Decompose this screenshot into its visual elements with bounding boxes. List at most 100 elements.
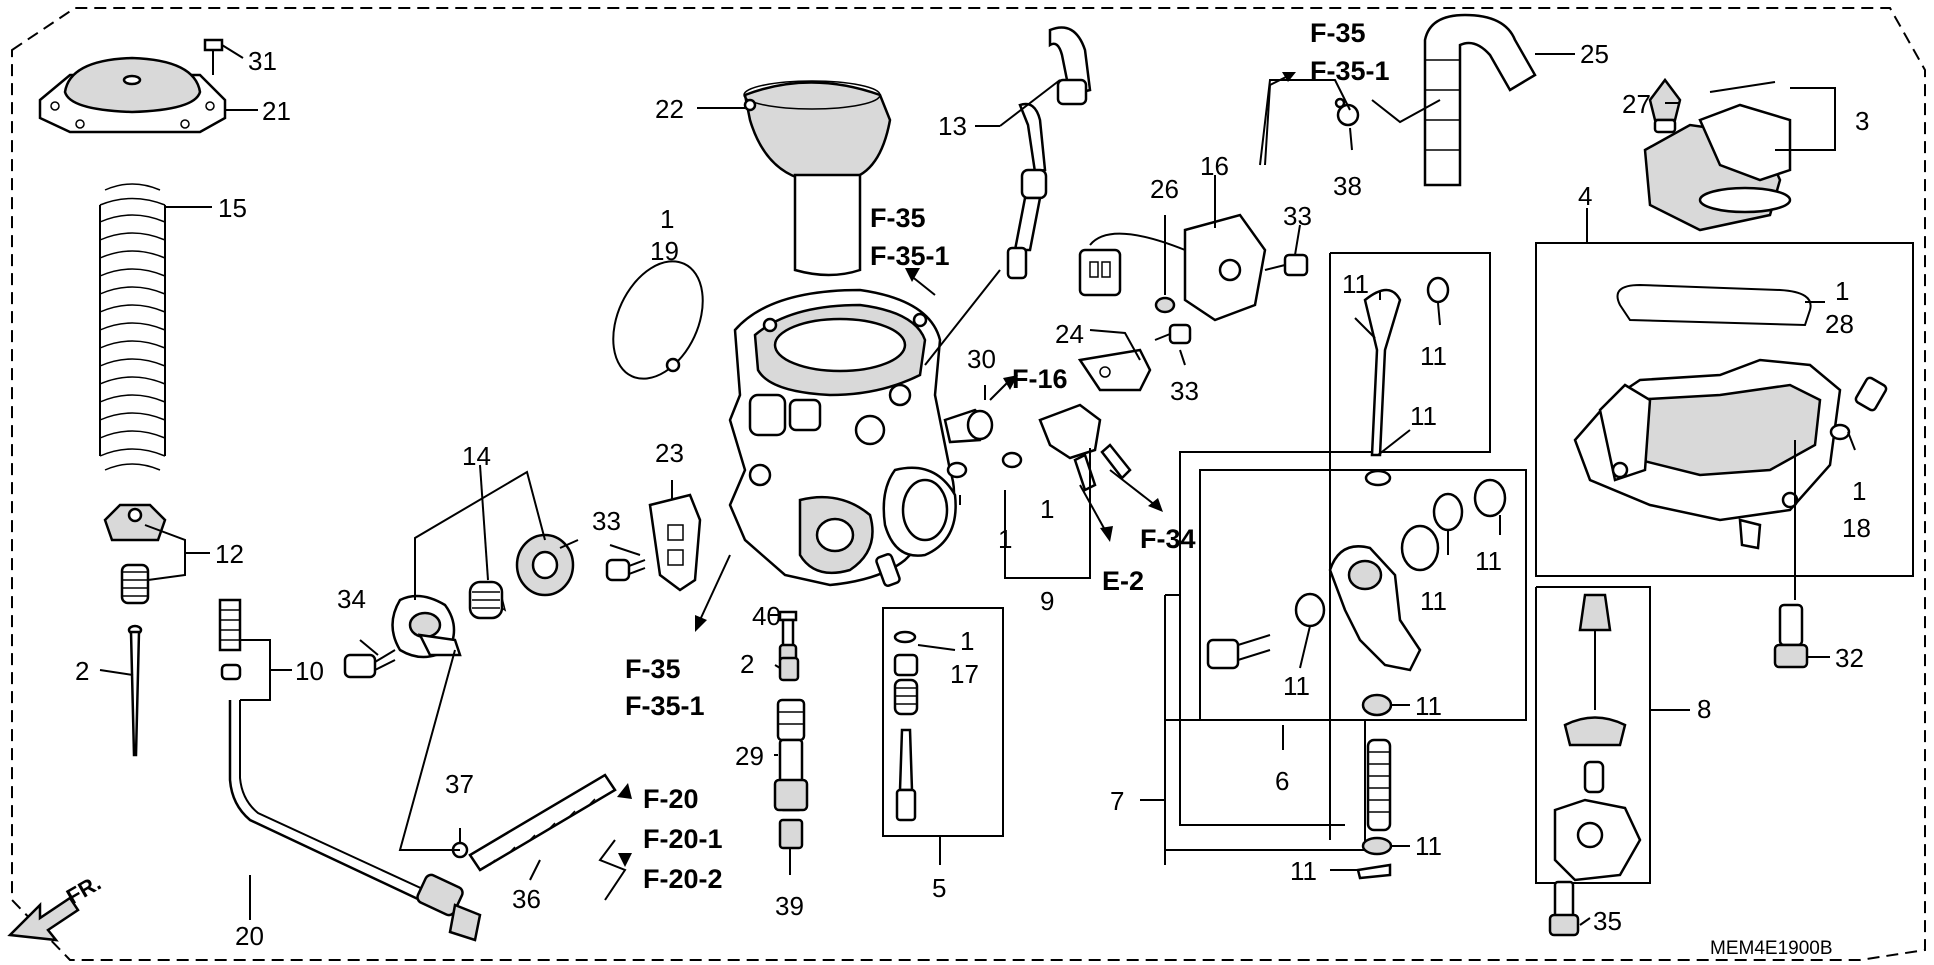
- callout-38: 38: [1333, 171, 1362, 201]
- screw-33-center: [1154, 323, 1192, 345]
- spring-14: [468, 580, 507, 620]
- callout-29: 29: [735, 741, 764, 771]
- sensor-16: [1078, 213, 1267, 322]
- ref-f202[interactable]: F-20-2: [643, 864, 723, 894]
- ref-f20[interactable]: F-20: [643, 784, 699, 814]
- needle-jet-29: [773, 698, 809, 812]
- callout-27: 27: [1622, 89, 1651, 119]
- callout-12: 12: [215, 539, 244, 569]
- ref-f35-mid[interactable]: F-35: [870, 203, 926, 233]
- carburetor-body: [728, 288, 957, 587]
- callout-23: 23: [655, 438, 684, 468]
- hose-25: [1423, 13, 1537, 187]
- callout-6: 6: [1275, 766, 1289, 796]
- fitting-9: [946, 403, 1132, 492]
- needle-holder-12: [103, 503, 167, 605]
- callout-7: 7: [1110, 786, 1124, 816]
- funnel-22: [743, 80, 892, 277]
- ref-f35-top[interactable]: F-35: [1310, 18, 1366, 48]
- hose-36: [468, 773, 617, 872]
- callout-37: 37: [445, 769, 474, 799]
- ref-e2[interactable]: E-2: [1102, 566, 1144, 596]
- callout-11-e: 11: [1420, 586, 1447, 616]
- callout-1-ring: 1: [660, 204, 674, 234]
- bracket-24: [1077, 348, 1152, 392]
- pump-cover-34: [391, 594, 462, 659]
- front-arrow: [7, 896, 80, 942]
- screw-26: [1154, 296, 1176, 314]
- clip-38: [1334, 97, 1360, 127]
- callout-4: 4: [1578, 181, 1592, 211]
- callout-31: 31: [248, 46, 277, 76]
- callout-24: 24: [1055, 319, 1084, 349]
- callout-1-washer-b: 1: [1040, 494, 1054, 524]
- callout-3: 3: [1855, 106, 1869, 136]
- callout-11-b: 11: [1420, 341, 1447, 371]
- callout-39: 39: [775, 891, 804, 921]
- choke-cable-20: [218, 598, 482, 942]
- callout-35: 35: [1593, 906, 1622, 936]
- diagram-code: MEM4E1900B: [1710, 938, 1833, 959]
- callout-11-g: 11: [1415, 691, 1442, 721]
- spring-15: [99, 183, 166, 471]
- leader-lines: [99, 44, 1856, 926]
- float-chamber-4: [1535, 242, 1914, 577]
- callout-14: 14: [462, 441, 491, 471]
- main-jet-39: [778, 818, 804, 850]
- callout-11-d: 11: [1475, 546, 1502, 576]
- callout-11-h: 11: [1415, 831, 1442, 861]
- callout-13: 13: [938, 111, 967, 141]
- ref-f351-low[interactable]: F-35-1: [625, 691, 705, 721]
- ref-f16[interactable]: F-16: [1012, 364, 1068, 394]
- callout-40: 40: [752, 601, 781, 631]
- ref-f351-mid[interactable]: F-35-1: [870, 241, 950, 271]
- callout-18: 18: [1842, 513, 1871, 543]
- callout-11-c: 11: [1410, 401, 1437, 431]
- screw-1-18: [1829, 376, 1888, 441]
- callout-33-center: 33: [1170, 376, 1199, 406]
- callout-22: 22: [655, 94, 684, 124]
- callout-20: 20: [235, 921, 264, 951]
- callout-labels: 31 21 15 12 2 10 20 34 14 37 36 22 1 19 …: [75, 39, 1871, 951]
- callout-11-a: 11: [1342, 269, 1369, 299]
- ref-f201[interactable]: F-20-1: [643, 824, 723, 854]
- pilot-screw-2: [778, 656, 800, 682]
- callout-25: 25: [1580, 39, 1609, 69]
- jet-needle-2: [127, 624, 143, 757]
- callout-5: 5: [932, 873, 946, 903]
- ref-f351-top[interactable]: F-35-1: [1310, 56, 1390, 86]
- needle-valve-27: [1648, 77, 1682, 134]
- callout-19: 19: [650, 236, 679, 266]
- diaphragm-14: [515, 533, 579, 597]
- callout-26: 26: [1150, 174, 1179, 204]
- callout-10: 10: [295, 656, 324, 686]
- link-rod-11: [1354, 276, 1450, 487]
- callout-16: 16: [1200, 151, 1229, 181]
- clip-30: [943, 408, 994, 444]
- callout-11-f: 11: [1283, 671, 1310, 701]
- ref-f34[interactable]: F-34: [1140, 524, 1196, 554]
- callout-28: 28: [1825, 309, 1854, 339]
- callout-33-right: 33: [1283, 201, 1312, 231]
- ref-f35-low[interactable]: F-35: [625, 654, 681, 684]
- callout-15: 15: [218, 193, 247, 223]
- callout-30: 30: [967, 344, 996, 374]
- screw-34: [343, 649, 396, 679]
- clip-37: [451, 828, 469, 859]
- section-references: F-35 F-35-1 F-35 F-35-1 F-35 F-35-1 F-16…: [625, 18, 1390, 894]
- callout-34: 34: [337, 584, 366, 614]
- callout-21: 21: [262, 96, 291, 126]
- callout-9: 9: [1040, 586, 1054, 616]
- slow-jet-40: [778, 610, 798, 665]
- callout-11-i: 11: [1290, 856, 1317, 886]
- screw-31: [203, 38, 224, 75]
- sensor-hose-13: [1006, 26, 1092, 280]
- callout-2-mid: 2: [740, 649, 754, 679]
- callout-8: 8: [1697, 694, 1711, 724]
- pump-set-8: [1535, 586, 1651, 937]
- callout-1-screw: 1: [1852, 476, 1866, 506]
- spring-link-11: [1356, 693, 1393, 880]
- callout-1-gasket: 1: [1835, 276, 1849, 306]
- link-set-6: [1199, 469, 1527, 721]
